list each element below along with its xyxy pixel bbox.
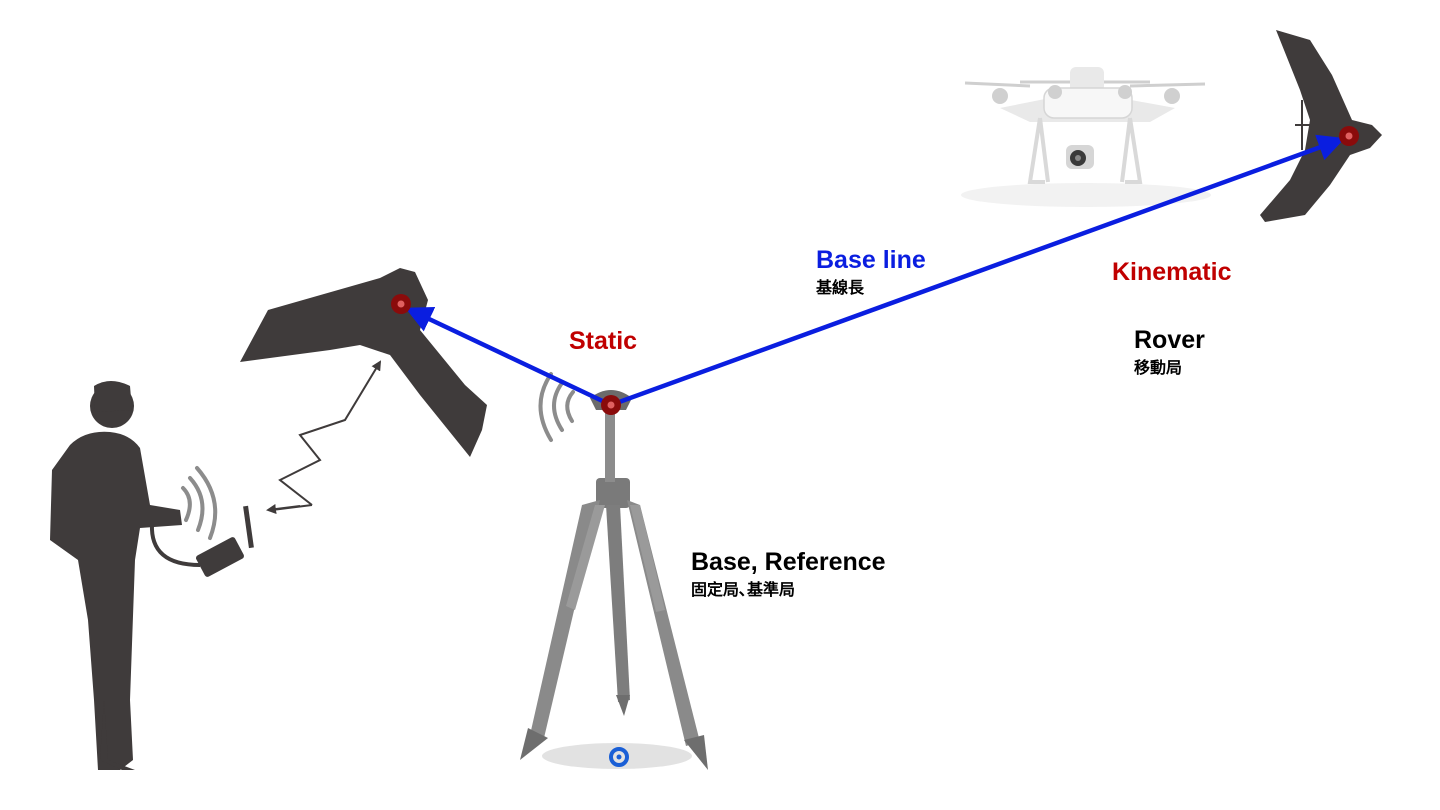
controller-radio-waves-icon bbox=[181, 466, 218, 540]
propeller-icon bbox=[1295, 100, 1310, 150]
ground-point-core bbox=[616, 754, 622, 760]
telemetry-link bbox=[271, 362, 380, 511]
baseline-label: Base line bbox=[816, 246, 926, 274]
position-marker-base-icon bbox=[601, 395, 621, 415]
rover-label-jp: 移動局 bbox=[1134, 360, 1183, 377]
base-reference-label: Base, Reference bbox=[691, 548, 886, 576]
radio-waves-icon bbox=[538, 372, 575, 442]
static-label: Static bbox=[569, 327, 638, 355]
telemetry-link-start bbox=[266, 504, 301, 514]
fixed-wing-drone-icon bbox=[240, 268, 487, 457]
base-reference-label-jp: 固定局､基準局 bbox=[691, 582, 796, 599]
tripod-icon bbox=[520, 410, 708, 770]
baseline-arrow-kinematic bbox=[610, 134, 1346, 408]
baseline-label-jp: 基線長 bbox=[816, 280, 865, 297]
rover-label: Rover bbox=[1134, 326, 1205, 354]
operator-silhouette-icon bbox=[50, 381, 182, 770]
baseline-arrow-static bbox=[405, 307, 612, 408]
controller-icon bbox=[149, 505, 254, 577]
fixed-wing-drone-right-icon bbox=[1260, 30, 1382, 222]
kinematic-label: Kinematic bbox=[1112, 258, 1232, 286]
ground-point-icon bbox=[609, 747, 629, 767]
position-marker-static-icon bbox=[391, 294, 411, 314]
position-marker-kinematic-icon bbox=[1339, 126, 1359, 146]
quadcopter-drone-icon bbox=[961, 67, 1211, 207]
